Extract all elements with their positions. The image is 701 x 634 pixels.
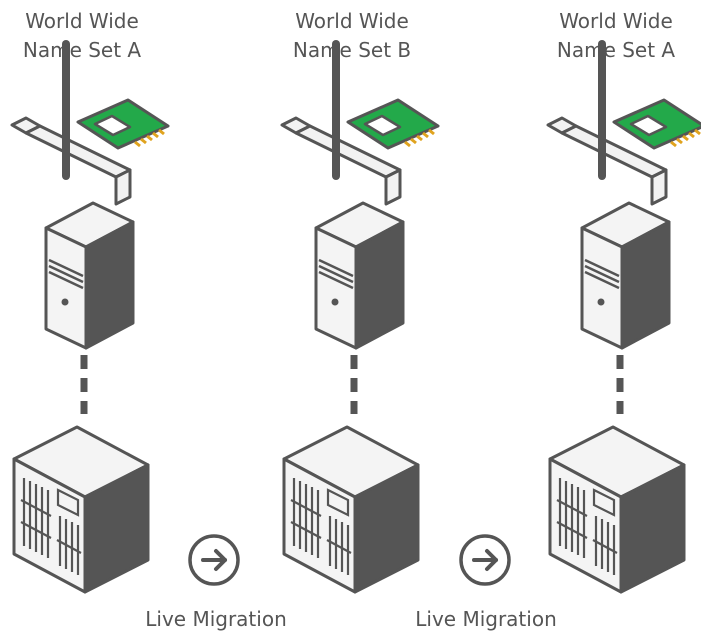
migration-2: Live Migration	[415, 534, 557, 631]
column-2-title-line1: World Wide	[295, 9, 409, 33]
column-1: World Wide Name Set A	[12, 9, 168, 594]
column-3: World Wide Name Set A	[548, 9, 701, 594]
server-icon	[44, 201, 135, 350]
column-2: World Wide Name Set B	[282, 9, 438, 594]
column-1-title-line1: World Wide	[25, 9, 139, 33]
hba-card-icon	[548, 44, 701, 204]
column-3-title-line1: World Wide	[559, 9, 673, 33]
column-3-title-line2: Name Set A	[557, 38, 676, 62]
storage-icon	[282, 425, 420, 594]
migration-1-label: Live Migration	[145, 607, 287, 631]
server-icon	[314, 201, 405, 350]
migration-2-label: Live Migration	[415, 607, 557, 631]
storage-icon	[548, 425, 686, 594]
hba-card-icon	[282, 44, 438, 204]
right-arrow-circle-icon	[188, 534, 240, 586]
column-2-title-line2: Name Set B	[293, 38, 411, 62]
column-1-title-line2: Name Set A	[23, 38, 142, 62]
storage-icon	[12, 425, 150, 594]
migration-1: Live Migration	[145, 534, 287, 631]
server-icon	[580, 201, 671, 350]
hba-card-icon	[12, 44, 168, 204]
right-arrow-circle-icon	[459, 534, 511, 586]
